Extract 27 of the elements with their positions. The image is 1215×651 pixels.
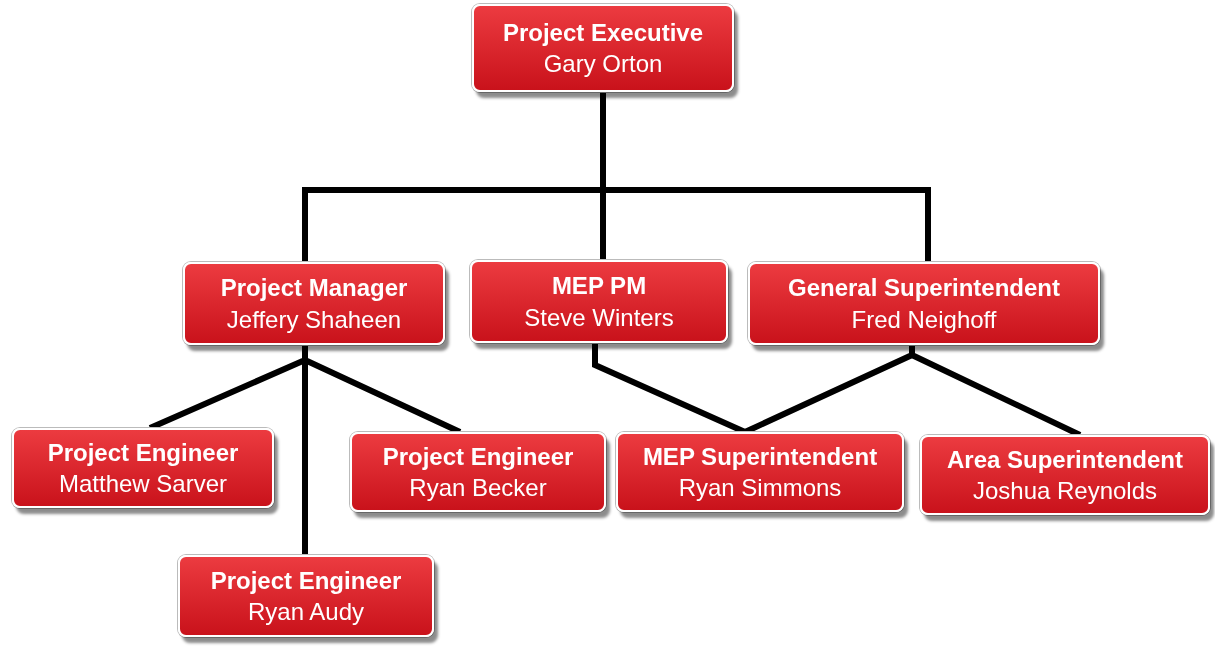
role-box [178,555,434,637]
person-name: Joshua Reynolds [972,476,1158,506]
role-title: MEP Superintendent [642,441,878,472]
role-title: MEP PM [551,271,647,302]
role-title: General Superintendent [787,273,1061,304]
person-name: Ryan Audy [247,597,365,627]
role-box [12,428,274,508]
role-title: Project Executive [502,17,704,48]
person-name: Jeffery Shaheen [226,304,402,335]
role-title: Project Engineer [382,441,574,472]
role-title: Project Engineer [47,437,239,468]
role-title: Project Engineer [210,565,402,596]
person-name: Steve Winters [524,302,674,333]
role-box [183,262,445,345]
role-box [616,432,904,512]
role-box [470,260,728,343]
person-name: Matthew Sarver [58,469,228,499]
person-name: Ryan Simmons [678,473,842,503]
person-name: Ryan Becker [409,473,547,503]
role-box [748,262,1100,345]
role-box [350,432,606,512]
person-name: Gary Orton [543,49,663,79]
role-box [920,435,1210,515]
role-box [472,4,734,92]
role-title: Project Manager [220,273,408,304]
person-name: Fred Neighoff [851,304,997,335]
role-title: Area Superintendent [946,444,1183,475]
